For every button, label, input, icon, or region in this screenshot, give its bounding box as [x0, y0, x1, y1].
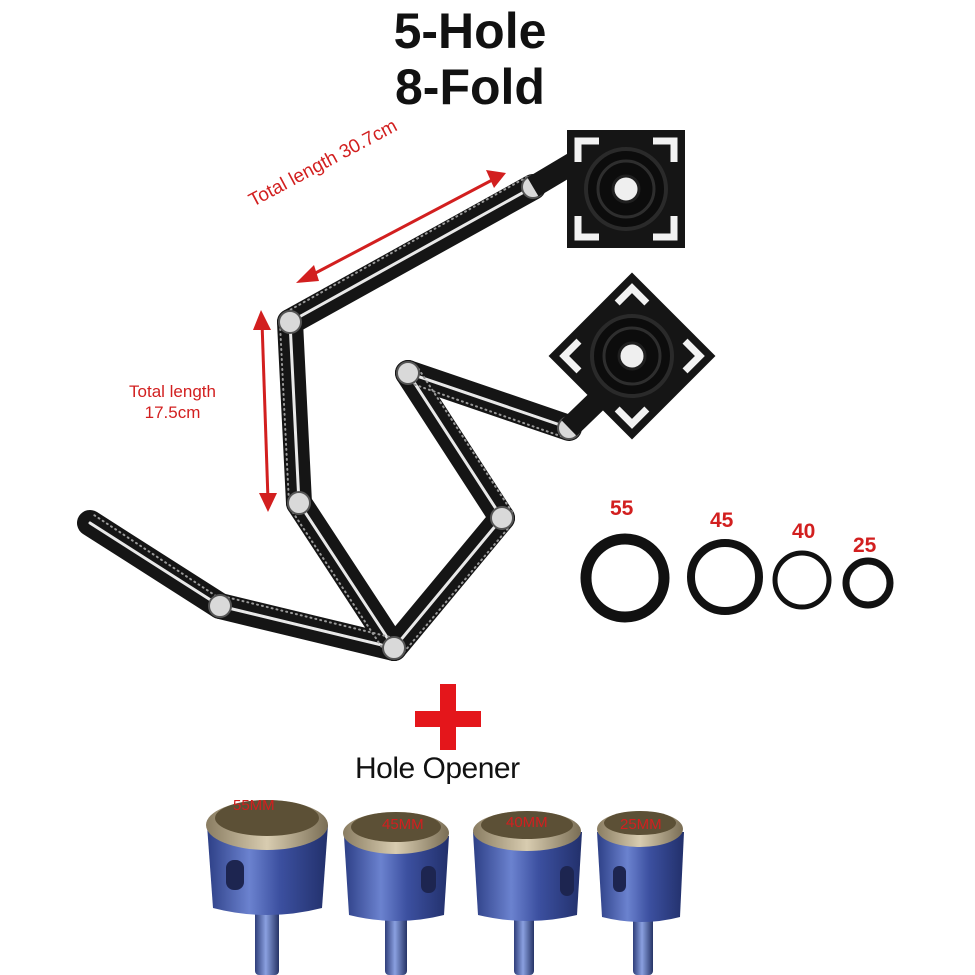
ring-label-45: 45 — [710, 509, 734, 532]
bit-label-25: 25MM — [620, 816, 662, 833]
dimension-label-short-line1: Total length — [129, 382, 216, 401]
hole-opener-bits — [206, 800, 684, 975]
drill-bit-25 — [597, 811, 684, 975]
drill-bit-45 — [343, 812, 449, 975]
title-line-1: 5-Hole — [393, 3, 547, 59]
hole-locator-lower — [548, 272, 716, 440]
dimension-label-short: Total length 17.5cm — [105, 381, 240, 424]
hole-opener-label: Hole Opener — [355, 752, 520, 785]
ring-label-25: 25 — [853, 534, 877, 557]
dimension-label-short-line2: 17.5cm — [144, 403, 201, 423]
bit-label-55: 55MM — [233, 797, 275, 814]
bit-label-40: 40MM — [506, 814, 548, 831]
folding-ruler — [77, 174, 582, 661]
bit-label-45: 45MM — [382, 816, 424, 833]
hole-locator-upper — [527, 130, 685, 248]
dimension-arrows — [253, 170, 506, 512]
title-line-2: 8-Fold — [395, 59, 545, 115]
sealing-rings — [580, 533, 894, 623]
drill-bit-40 — [473, 811, 582, 975]
ring-label-40: 40 — [792, 520, 816, 543]
drill-bit-55 — [206, 800, 328, 975]
plus-icon — [415, 684, 481, 750]
ring-label-55: 55 — [610, 497, 634, 520]
